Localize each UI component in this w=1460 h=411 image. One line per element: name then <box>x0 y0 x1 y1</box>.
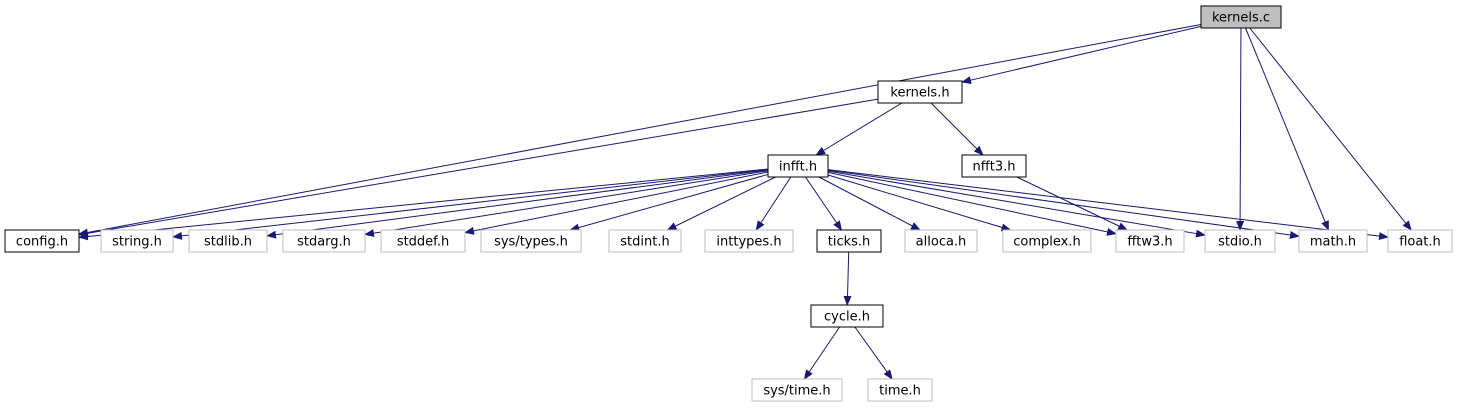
node-stddef-h: stddef.h <box>380 229 466 253</box>
edge-cycle_h-to-time_h <box>854 326 893 380</box>
edge-infft_h-to-complex_h <box>827 174 1012 232</box>
node-box <box>1204 229 1276 253</box>
edge-kernels_c-to-config_h <box>78 23 1202 237</box>
node-kernels-c[interactable]: kernels.c <box>1200 5 1282 29</box>
edge-infft_h-to-systypes_h <box>569 173 769 232</box>
node-label: sys/time.h <box>763 384 830 399</box>
edge-infft_h-to-float_h <box>827 169 1389 241</box>
node-label: stddef.h <box>397 235 449 250</box>
node-string-h: string.h <box>100 229 174 253</box>
node-systypes-h: sys/types.h <box>480 229 582 253</box>
edge-infft_h-to-stdlib_h <box>266 169 769 239</box>
node-label: cycle.h <box>824 310 870 325</box>
node-stdint-h: stdint.h <box>608 229 682 253</box>
node-float-h: float.h <box>1387 229 1453 253</box>
node-box <box>380 229 466 253</box>
node-alloca-h: alloca.h <box>904 229 978 253</box>
node-box <box>751 378 843 402</box>
node-box <box>704 229 794 253</box>
node-label: config.h <box>16 235 68 250</box>
edge-infft_h-to-alloca_h <box>818 176 921 231</box>
edge-infft_h-to-stdint_h <box>666 176 776 231</box>
node-cycle-h[interactable]: cycle.h <box>810 304 884 328</box>
node-stdarg-h: stdarg.h <box>282 229 366 253</box>
edge-kernels_c-to-kernels_h <box>961 25 1202 85</box>
edge-kernels_c-to-float_h <box>1249 27 1412 231</box>
edge-infft_h-to-string_h <box>172 168 769 240</box>
node-label: infft.h <box>779 160 817 175</box>
node-systime-h: sys/time.h <box>751 378 843 402</box>
edge-cycle_h-to-systime_h <box>803 326 840 380</box>
node-label: ticks.h <box>828 235 871 250</box>
node-box <box>867 378 933 402</box>
edge-infft_h-to-stddef_h <box>464 171 769 235</box>
node-label: math.h <box>1310 235 1356 250</box>
node-kernels-h[interactable]: kernels.h <box>877 80 963 104</box>
edge-infft_h-to-stdarg_h <box>364 170 769 238</box>
edge-infft_h-to-fftw3_h <box>827 171 1117 236</box>
node-label: stdarg.h <box>297 235 351 250</box>
edge-kernels_c-to-math_h <box>1245 27 1329 231</box>
node-label: alloca.h <box>916 235 967 250</box>
edge-infft_h-to-config_h <box>78 168 769 241</box>
node-time-h: time.h <box>867 378 933 402</box>
edges-layer <box>78 23 1412 380</box>
node-label: stdlib.h <box>204 235 252 250</box>
nodes-layer: kernels.c kernels.h infft.h nfft3.h config.h… <box>4 5 1453 402</box>
edge-infft_h-to-ticks_h <box>805 176 843 231</box>
node-label: kernels.h <box>890 86 949 101</box>
node-box <box>1200 5 1282 29</box>
edge-ticks_h-to-cycle_h <box>843 251 852 306</box>
node-label: stdint.h <box>620 235 669 250</box>
node-box <box>961 154 1027 178</box>
node-complex-h: complex.h <box>1002 229 1092 253</box>
node-stdlib-h: stdlib.h <box>188 229 268 253</box>
node-box <box>816 229 882 253</box>
node-label: nfft3.h <box>973 160 1016 175</box>
node-box <box>1002 229 1092 253</box>
edge-nfft3_h-to-fftw3_h <box>1016 176 1129 231</box>
edge-kernels_h-to-infft_h <box>815 102 903 156</box>
node-label: complex.h <box>1013 235 1080 250</box>
edge-infft_h-to-stdio_h <box>827 170 1206 238</box>
node-nfft3-h[interactable]: nfft3.h <box>961 154 1027 178</box>
node-label: inttypes.h <box>716 235 781 250</box>
node-label: fftw3.h <box>1127 235 1172 250</box>
node-label: stdio.h <box>1218 235 1262 250</box>
edge-infft_h-to-inttypes_h <box>755 176 792 231</box>
node-fftw3-h: fftw3.h <box>1115 229 1185 253</box>
node-inttypes-h: inttypes.h <box>704 229 794 253</box>
node-ticks-h[interactable]: ticks.h <box>816 229 882 253</box>
node-label: float.h <box>1399 235 1441 250</box>
node-stdio-h: stdio.h <box>1204 229 1276 253</box>
node-box <box>282 229 366 253</box>
node-config-h[interactable]: config.h <box>4 229 80 253</box>
node-box <box>1115 229 1185 253</box>
node-box <box>608 229 682 253</box>
node-box <box>877 80 963 104</box>
edge-kernels_h-to-config_h <box>78 98 879 238</box>
node-label: kernels.c <box>1212 11 1270 26</box>
node-box <box>1298 229 1368 253</box>
node-box <box>4 229 80 253</box>
node-box <box>188 229 268 253</box>
edge-kernels_c-to-stdio_h <box>1236 27 1245 231</box>
node-box <box>904 229 978 253</box>
node-label: string.h <box>112 235 162 250</box>
node-box <box>100 229 174 253</box>
node-box <box>810 304 884 328</box>
node-label: time.h <box>879 384 921 399</box>
node-math-h: math.h <box>1298 229 1368 253</box>
node-box <box>1387 229 1453 253</box>
edge-infft_h-to-math_h <box>827 169 1300 239</box>
node-infft-h[interactable]: infft.h <box>767 154 829 178</box>
node-label: sys/types.h <box>494 235 568 250</box>
edge-kernels_h-to-nfft3_h <box>930 102 984 156</box>
node-box <box>767 154 829 178</box>
node-box <box>480 229 582 253</box>
